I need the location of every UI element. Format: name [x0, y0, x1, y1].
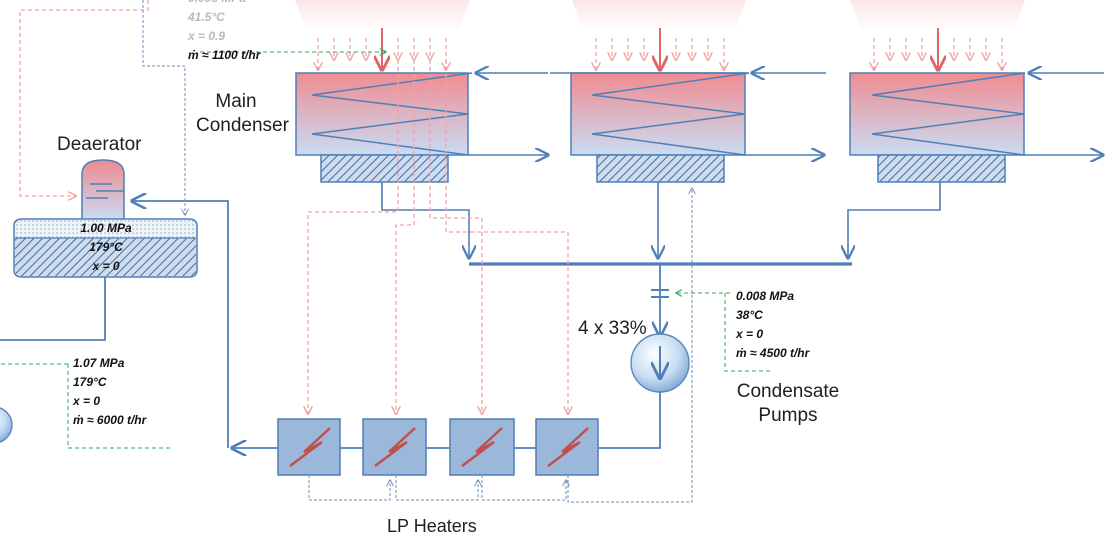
state-pressure: 0.008 MPa [188, 0, 260, 8]
state-temperature: 41.5°C [188, 10, 225, 24]
state-pressure: 0.008 MPa [736, 289, 795, 303]
deaerator [13, 159, 198, 278]
pump-count-label: 4 x 33% [578, 318, 647, 339]
state-quality: x = 0.9 [188, 29, 226, 43]
lp-heater-2 [362, 418, 427, 476]
condensate-pump [630, 333, 690, 393]
deaerator-label: Deaerator [57, 134, 142, 155]
feedwater-outlet-line [0, 277, 106, 341]
state-pressure: 1.00 MPa [80, 221, 132, 235]
feedwater-pump [0, 407, 13, 443]
condensate-header [381, 182, 941, 336]
condensate-pumps-label: Condensate Pumps [726, 380, 850, 428]
hotwell-1 [320, 154, 449, 183]
state-temperature: 38°C [736, 308, 763, 322]
lp-heater-4 [535, 418, 599, 476]
state-temperature: 179°C [89, 240, 123, 254]
condensate-to-heaters [132, 201, 661, 448]
main-condenser-3 [849, 72, 1026, 183]
main-steam-arrows [382, 28, 938, 70]
state-quality: x = 0 [73, 394, 101, 408]
annotation-leaders [0, 52, 772, 449]
main-condenser-label-line-1: Main [215, 91, 257, 112]
state-mass-flow: ṁ ≈ 6000 t/hr [73, 413, 147, 427]
extraction-steam-lines [19, 0, 568, 414]
lp-heaters-label: LP Heaters [387, 516, 477, 536]
hotwell-2 [596, 154, 725, 183]
turbine-exhaust-hood-2 [572, 0, 746, 28]
condensate-pump-suction-state: 0.008 MPa 38°C x = 0 ṁ ≈ 4500 t/hr [736, 287, 809, 363]
state-pressure: 1.07 MPa [73, 356, 125, 370]
heater-drain-lines [142, 0, 692, 503]
turbine-exhaust-hood-3 [850, 0, 1025, 28]
lp-heater-3 [449, 418, 515, 476]
main-condenser-label-line-2: Condenser [196, 115, 289, 136]
state-temperature: 179°C [73, 375, 107, 389]
condensate-pumps-label-line-2: Pumps [758, 405, 818, 426]
state-mass-flow: ṁ ≈ 1100 t/hr [188, 48, 261, 62]
state-quality: x = 0 [736, 327, 764, 341]
deaerator-state: 1.00 MPa 179°C x = 0 [66, 219, 146, 276]
exhaust-steam-arrows [318, 38, 1002, 70]
condensate-pumps-label-line-1: Condensate [736, 381, 840, 402]
state-mass-flow: ṁ ≈ 4500 t/hr [736, 346, 810, 360]
feedwater-outlet-state: 1.07 MPa 179°C x = 0 ṁ ≈ 6000 t/hr [73, 354, 146, 430]
lp-heater-1 [277, 418, 341, 476]
hotwell-3 [877, 154, 1006, 183]
lp-heaters [277, 418, 599, 476]
turbine-exhaust-hood-1 [295, 0, 470, 28]
main-condenser-label: Main Condenser [196, 90, 289, 138]
main-condenser-2 [550, 72, 750, 183]
deaerator-dome [81, 159, 125, 221]
main-condenser-1 [295, 72, 473, 183]
turbine-exhaust-state: 0.008 MPa 41.5°C x = 0.9 ṁ ≈ 1100 t/hr [188, 0, 260, 65]
turbine-exhaust-hoods [295, 0, 1025, 28]
state-quality: x = 0 [92, 259, 120, 273]
cooling-water-lines [468, 73, 1104, 155]
